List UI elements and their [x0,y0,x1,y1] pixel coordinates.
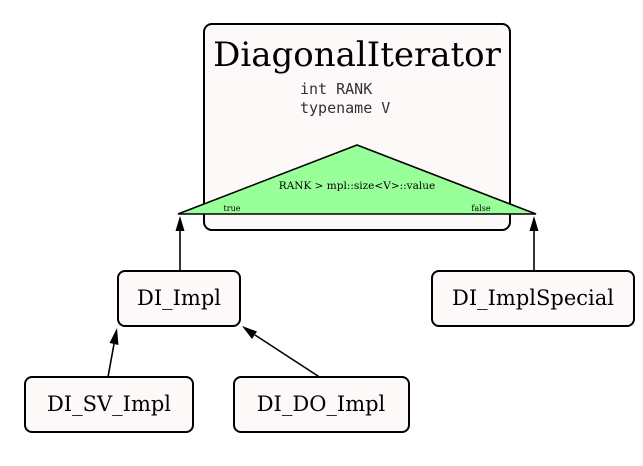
arrowhead [529,216,539,231]
node-box [233,376,410,433]
specialization-condition: RANK > mpl::size<V>::value true false [177,144,537,215]
template-title: DiagonalIterator [213,35,502,75]
node-label: DI_Impl [137,286,221,310]
node-di-impl[interactable]: DI_Impl [117,270,241,327]
condition-triangle [177,144,537,215]
node-box [24,376,194,433]
node-label: DI_ImplSpecial [452,286,614,310]
node-di-impl-special[interactable]: DI_ImplSpecial [431,270,635,327]
arrowhead [242,326,257,339]
arrowhead [175,216,185,231]
template-param: typename V [300,99,390,117]
node-label: DI_DO_Impl [257,392,386,416]
edge-di-do-impl-to-di-impl [254,334,322,379]
template-param: int RANK [300,80,372,98]
node-di-sv-impl[interactable]: DI_SV_Impl [24,376,194,433]
branch-true-label: true [224,204,241,213]
condition-label: RANK > mpl::size<V>::value [279,180,435,192]
node-di-do-impl[interactable]: DI_DO_Impl [233,376,410,433]
node-box [117,270,241,327]
branch-false-label: false [471,204,490,213]
edges [107,216,539,379]
node-box [431,270,635,327]
edge-di-sv-impl-to-di-impl [107,343,115,378]
arrowhead [109,328,119,345]
node-label: DI_SV_Impl [47,392,171,416]
